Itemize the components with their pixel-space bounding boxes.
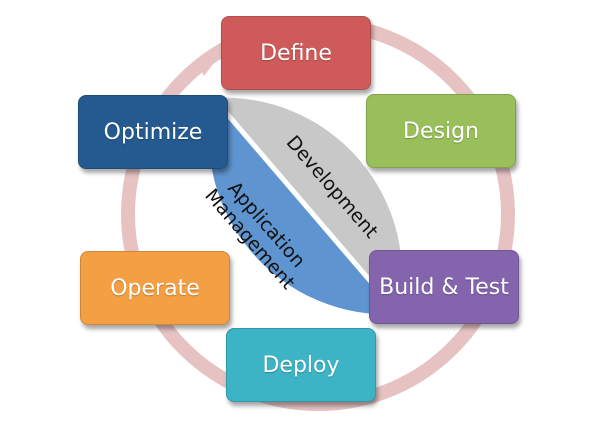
stage-build-test[interactable]: Build & Test bbox=[369, 250, 519, 324]
stage-design[interactable]: Design bbox=[366, 94, 516, 168]
stage-define[interactable]: Define bbox=[221, 16, 371, 90]
ring-arrowhead bbox=[196, 52, 222, 76]
stage-design-label: Design bbox=[403, 118, 479, 144]
stage-operate-label: Operate bbox=[110, 275, 200, 301]
stage-build-test-label: Build & Test bbox=[379, 274, 509, 300]
stage-optimize[interactable]: Optimize bbox=[78, 95, 228, 169]
stage-operate[interactable]: Operate bbox=[80, 251, 230, 325]
stage-deploy[interactable]: Deploy bbox=[226, 328, 376, 402]
stage-deploy-label: Deploy bbox=[262, 352, 340, 378]
stage-define-label: Define bbox=[260, 40, 332, 66]
stage-optimize-label: Optimize bbox=[103, 119, 203, 145]
